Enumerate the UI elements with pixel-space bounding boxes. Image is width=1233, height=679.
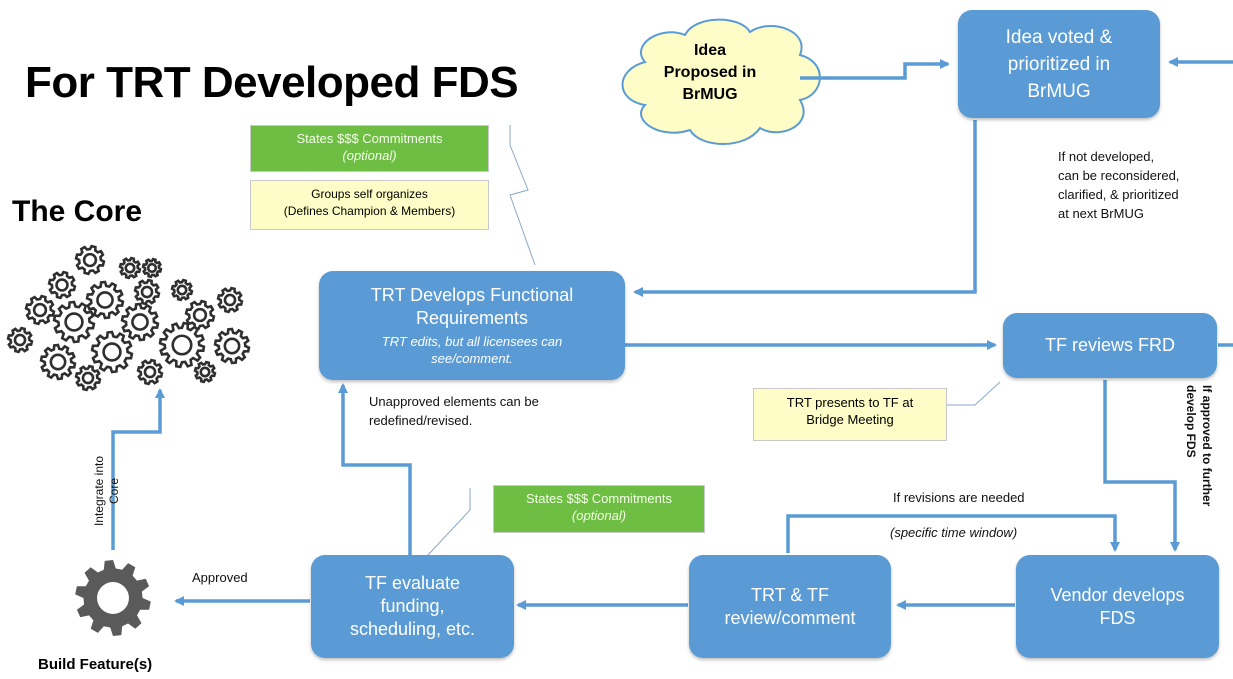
box-sub-line: see/comment. (431, 351, 513, 366)
cloud-line: Proposed in (663, 64, 757, 81)
idea-cloud-text: Idea Proposed in BrMUG (640, 40, 780, 106)
arrow-tf-reviews-to-vendor (1103, 380, 1180, 552)
gear-hole (143, 365, 157, 379)
note-line: States $$$ Commitments (526, 491, 672, 506)
gear-hole (81, 371, 95, 385)
integrate-into-core-label: Integrate into Core (92, 437, 122, 545)
build-feature-label: Build Feature(s) (38, 656, 153, 673)
callout-line-presents (947, 381, 1001, 406)
not-developed-label: If not developed, can be reconsidered, c… (1058, 147, 1233, 223)
callout-line-bottom (427, 488, 471, 556)
box-line: BrMUG (1027, 80, 1091, 102)
gear-hole (140, 285, 154, 299)
box-line: Requirements (415, 308, 529, 328)
trt-tf-review-box: TRT & TF review/comment (689, 555, 891, 658)
arrow-vote-to-trt (633, 120, 977, 297)
box-line: TRT Develops Functional (370, 285, 574, 305)
approved-further-label: If approved to further develop FDS (1183, 385, 1215, 506)
states-commitments-note-top: States $$$ Commitments (optional) (250, 125, 489, 172)
box-sub-line: TRT edits, but all licensees can (381, 334, 563, 349)
gear-icon (75, 560, 151, 636)
page-title: For TRT Developed FDS (25, 58, 519, 107)
box-line: funding, (380, 596, 445, 616)
label-line: Unapproved elements can be (369, 394, 539, 409)
gear-hole (223, 293, 237, 307)
box-line: TRT & TF (750, 584, 829, 605)
box-line: Idea voted & (1005, 26, 1113, 48)
gear-hole (55, 278, 69, 292)
gear-hole (32, 302, 48, 318)
idea-voted-box: Idea voted & prioritized in BrMUG (958, 10, 1160, 118)
gear-hole (223, 337, 241, 355)
gear-hole (64, 312, 84, 332)
box-line: TF reviews FRD (1045, 335, 1175, 355)
time-window-label: (specific time window) (890, 525, 1018, 540)
note-line: Bridge Meeting (806, 412, 894, 427)
gear-hole (171, 334, 193, 356)
label-line: If not developed, (1058, 149, 1155, 164)
label-line: at next BrMUG (1058, 206, 1144, 221)
gear-hole (13, 333, 27, 347)
vendor-develops-box: Vendor develops FDS (1016, 555, 1219, 658)
gear-hole (102, 342, 122, 362)
box-line: scheduling, etc. (349, 619, 476, 639)
arrow-cloud-to-vote (800, 59, 950, 80)
gear-hole (131, 313, 149, 331)
note-line-optional: (optional) (342, 148, 397, 163)
note-line: (Defines Champion & Members) (283, 204, 456, 218)
trt-develops-box: TRT Develops Functional Requirements TRT… (319, 271, 625, 380)
label-line: develop FDS (1184, 385, 1198, 458)
gear-hole (97, 582, 129, 614)
gear-hole (146, 262, 158, 274)
box-line: FDS (1099, 607, 1136, 628)
box-line: Vendor develops (1050, 584, 1185, 605)
callout-line-top (509, 125, 536, 266)
note-line-optional: (optional) (571, 508, 627, 523)
box-line: review/comment (724, 607, 856, 628)
core-heading: The Core (12, 195, 143, 228)
idea-cloud-shape (621, 18, 821, 145)
label-line: can be reconsidered, (1058, 168, 1180, 183)
note-line: States $$$ Commitments (296, 131, 443, 146)
tf-reviews-box: TF reviews FRD (1003, 313, 1217, 378)
approved-label: Approved (192, 570, 248, 585)
label-line: Core (107, 478, 121, 505)
arrow-build-to-core (111, 388, 165, 550)
gear-hole (199, 366, 211, 378)
gears-cluster-icon (6, 244, 251, 392)
note-line: Groups self organizes (311, 187, 428, 201)
box-line: TF evaluate (364, 573, 461, 593)
gear-hole (82, 252, 98, 268)
cloud-line: Idea (693, 42, 726, 59)
note-line: TRT presents to TF at (786, 395, 914, 410)
gear-hole (96, 291, 114, 309)
gear-hole (192, 307, 208, 323)
cloud-line: BrMUG (682, 86, 738, 103)
label-line: If approved to further (1200, 385, 1214, 507)
label-line: redefined/revised. (369, 413, 473, 428)
gear-hole (49, 353, 67, 371)
gear-hole (176, 284, 188, 296)
arrow-evaluate-up-to-trt (338, 383, 412, 555)
states-commitments-note-bottom: States $$$ Commitments (optional) (493, 485, 705, 533)
revisions-label: If revisions are needed (893, 490, 1025, 505)
gear-hole (124, 262, 136, 274)
box-line: prioritized in (1007, 53, 1111, 75)
unapproved-label: Unapproved elements can be redefined/rev… (369, 392, 629, 430)
groups-organize-note: Groups self organizes (Defines Champion … (250, 180, 489, 230)
label-line: Integrate into (92, 455, 106, 527)
trt-develops-note: TRT edits, but all licensees can see/com… (382, 333, 562, 367)
arrow-revisions-loop (786, 514, 1120, 553)
tf-evaluate-box: TF evaluate funding, scheduling, etc. (311, 555, 514, 658)
label-line: clarified, & prioritized (1058, 187, 1179, 202)
trt-presents-note: TRT presents to TF at Bridge Meeting (753, 388, 947, 441)
